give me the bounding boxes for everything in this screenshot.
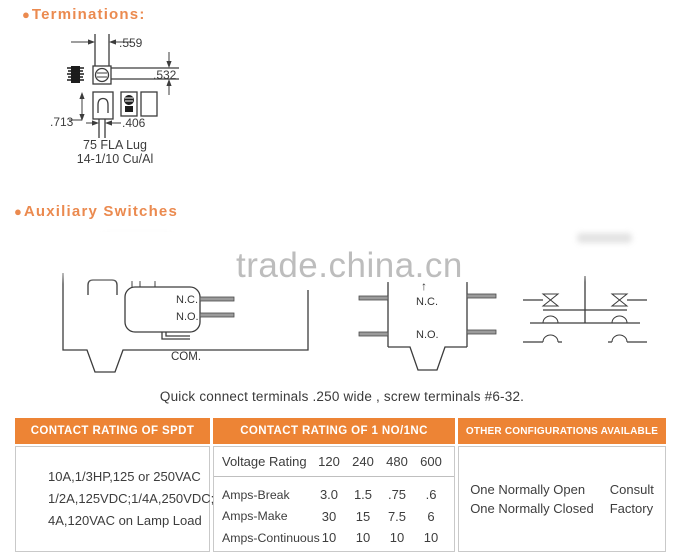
table-body-row: 10A,1/3HP,125 or 250VAC 1/2A,125VDC;1/4A… xyxy=(15,446,667,552)
termination-caption: 75 FLA Lug 14-1/10 Cu/Al xyxy=(52,138,178,166)
white-fade-overlay xyxy=(558,264,622,282)
caption-line-1: 75 FLA Lug xyxy=(83,138,147,152)
terminations-title: Terminations: xyxy=(31,6,146,23)
voltage-value: 120 xyxy=(318,454,340,469)
aux-switch-top-view-diagram xyxy=(358,282,497,371)
blur-artifact xyxy=(577,233,632,243)
terminations-heading: ● Terminations: xyxy=(22,6,146,23)
no-nc-rating-cell: Voltage Rating 120 240 480 600 Amps-Brea… xyxy=(213,446,455,552)
config-note-line: Factory xyxy=(609,501,654,516)
config-options: One Normally Open One Normally Closed xyxy=(470,480,594,518)
amps-make-label: Amps-Make xyxy=(222,509,288,524)
d2-arrow-icon: ↑ xyxy=(421,279,427,293)
bullet-icon: ● xyxy=(22,7,30,22)
d1-nc-label: N.C. xyxy=(176,294,198,306)
header-contact-rating-spdt: CONTACT RATING OF SPDT xyxy=(15,418,210,444)
dim-559: .559 xyxy=(119,36,143,50)
table-row: Amps-Continuous 10 10 10 10 xyxy=(214,527,454,549)
config-option: One Normally Closed xyxy=(470,501,594,516)
contact-schematic-diagram xyxy=(523,276,647,343)
terminals-note: Quick connect terminals .250 wide , scre… xyxy=(159,389,525,404)
dim-406: .406 xyxy=(122,116,146,130)
spdt-line: 10A,1/3HP,125 or 250VAC xyxy=(48,469,201,484)
watermark-text: trade.china.cn xyxy=(236,246,463,285)
auxiliary-title: Auxiliary Switches xyxy=(23,203,179,220)
amps-break-label: Amps-Break xyxy=(222,487,290,502)
d1-no-label: N.O. xyxy=(176,311,199,323)
table-row: Amps-Make 30 15 7.5 6 xyxy=(214,506,454,528)
amps-value: 10 xyxy=(423,530,439,546)
config-note: Consult Factory xyxy=(610,480,654,518)
termination-drawing xyxy=(67,34,179,138)
auxiliary-switches-heading: ● Auxiliary Switches xyxy=(14,203,178,220)
dim-713: .713 xyxy=(50,115,74,129)
ratings-table: CONTACT RATING OF SPDT CONTACT RATING OF… xyxy=(15,418,667,552)
amps-value: 30 xyxy=(321,508,337,524)
spdt-line: 1/2A,125VDC;1/4A,250VDC; xyxy=(48,491,215,506)
other-configurations-cell: One Normally Open One Normally Closed Co… xyxy=(458,446,666,552)
dim-532: .532 xyxy=(153,68,177,82)
table-row: Amps-Break 3.0 1.5 .75 .6 xyxy=(214,484,454,506)
voltage-rating-row: Voltage Rating 120 240 480 600 xyxy=(214,447,454,477)
voltage-value: 240 xyxy=(352,454,374,469)
amps-value: 10 xyxy=(355,530,371,546)
d2-nc-label: N.C. xyxy=(416,296,438,308)
amps-value: 6 xyxy=(427,508,435,524)
amps-value: 3.0 xyxy=(319,487,339,503)
amps-value: 7.5 xyxy=(387,508,407,524)
d2-no-label: N.O. xyxy=(416,329,439,341)
amps-value: 1.5 xyxy=(353,487,373,503)
d1-com-label: COM. xyxy=(171,351,202,363)
amps-value: 10 xyxy=(389,530,405,546)
spdt-line: 4A,120VAC on Lamp Load xyxy=(48,513,202,528)
config-note-line: Consult xyxy=(609,482,654,497)
voltage-rating-label: Voltage Rating xyxy=(222,454,307,469)
voltage-value: 480 xyxy=(386,454,408,469)
spdt-rating-cell: 10A,1/3HP,125 or 250VAC 1/2A,125VDC;1/4A… xyxy=(15,446,215,552)
table-header-row: CONTACT RATING OF SPDT CONTACT RATING OF… xyxy=(15,418,667,444)
header-other-configurations: OTHER CONFIGURATIONS AVAILABLE xyxy=(458,418,666,444)
voltage-value: 600 xyxy=(420,454,442,469)
bullet-icon: ● xyxy=(14,204,22,219)
caption-line-2: 14-1/10 Cu/Al xyxy=(76,151,154,166)
amps-continuous-label: Amps-Continuous xyxy=(222,530,320,545)
header-contact-rating-1no-1nc: CONTACT RATING OF 1 NO/1NC xyxy=(213,418,455,444)
amps-value: .6 xyxy=(425,487,437,503)
amps-value: .75 xyxy=(387,487,407,503)
amps-value: 10 xyxy=(321,530,337,546)
amps-rows: Amps-Break 3.0 1.5 .75 .6 Amps-Make 30 1… xyxy=(214,477,454,549)
amps-value: 15 xyxy=(355,508,371,524)
white-fade-overlay xyxy=(58,232,513,284)
config-option: One Normally Open xyxy=(470,482,586,497)
